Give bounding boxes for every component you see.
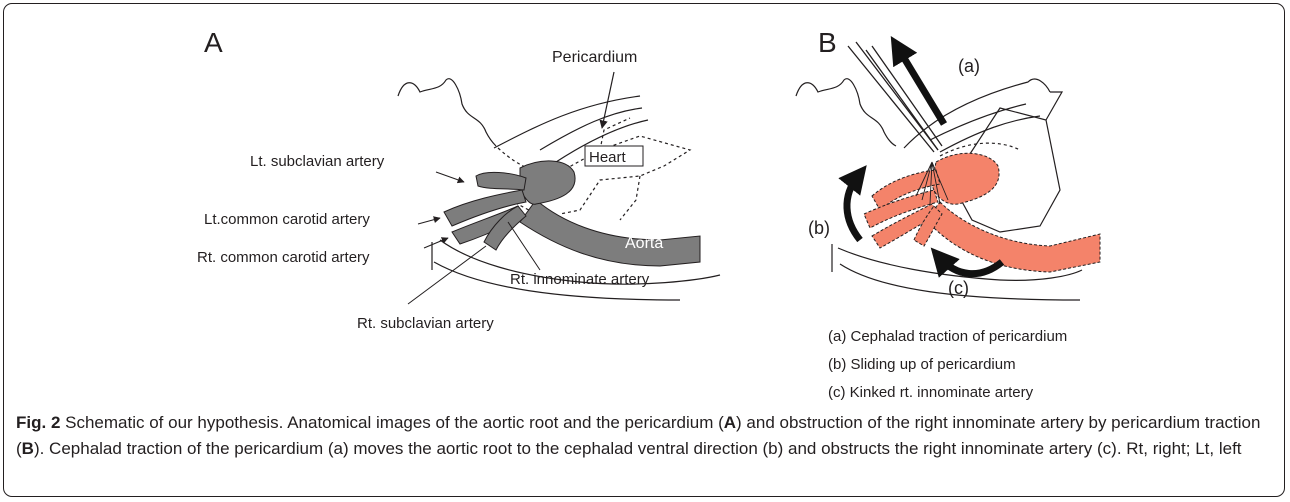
arrow-b: [847, 176, 860, 240]
rt-common-carotid-label: Rt. common carotid artery: [197, 249, 370, 266]
lt-subclavian-vessel: [476, 172, 526, 190]
aortic-arch-a: [520, 161, 575, 204]
aorta-b: [926, 202, 1100, 272]
thorax-outline-a: [398, 79, 496, 146]
pericardium-label: Pericardium: [552, 49, 637, 66]
lt-subclavian-label: Lt. subclavian artery: [250, 153, 385, 170]
aorta-label: Aorta: [625, 235, 663, 252]
panel-b-label: B: [818, 27, 837, 58]
arrow-a: [898, 48, 944, 124]
lt-common-carotid-label: Lt.common carotid artery: [204, 211, 370, 228]
aortic-arch-b: [932, 153, 999, 204]
arrow-b-label: (b): [808, 218, 830, 238]
heart-label: Heart: [589, 149, 627, 166]
legend-item-a: (a) Cephalad traction of pericardium: [828, 328, 1067, 345]
figure-diagram: A Pericardium Heart Aorta Lt. subclavian…: [0, 0, 1290, 410]
aorta-a: [520, 200, 700, 266]
pericardium-outline-a: [494, 96, 640, 148]
rt-innominate-label: Rt. innominate artery: [510, 271, 650, 288]
fig-label: Fig. 2: [16, 413, 60, 432]
arrow-a-label: (a): [958, 56, 980, 76]
legend-item-b: (b) Sliding up of pericardium: [828, 356, 1016, 373]
panel-a-label: A: [204, 27, 223, 58]
rt-subclavian-label: Rt. subclavian artery: [357, 315, 494, 332]
thorax-outline-b: [796, 79, 896, 146]
arrow-c-label: (c): [948, 278, 969, 298]
vessels-b: [864, 153, 1100, 272]
figure-caption: Fig. 2 Schematic of our hypothesis. Anat…: [16, 410, 1266, 462]
legend-item-c: (c) Kinked rt. innominate artery: [828, 384, 1033, 401]
